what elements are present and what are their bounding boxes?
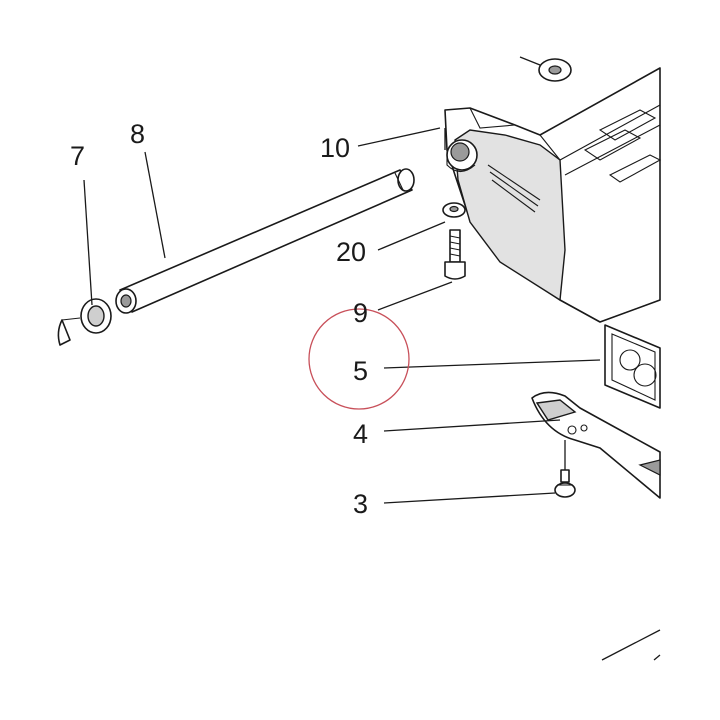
leader-20 xyxy=(377,221,446,251)
leader-9 xyxy=(377,281,453,311)
pivot-bushing xyxy=(446,139,478,173)
spacer-washer xyxy=(442,202,466,218)
leader-3 xyxy=(383,492,556,504)
leader-4 xyxy=(383,419,561,432)
pivot-shaft xyxy=(115,168,415,314)
callout-5: 5 xyxy=(353,356,368,386)
callout-3: 3 xyxy=(353,489,368,519)
leader-10 xyxy=(357,127,441,147)
leader-lines xyxy=(83,127,601,504)
leader-7 xyxy=(83,179,93,306)
callout-9: 9 xyxy=(353,298,368,328)
callout-4: 4 xyxy=(353,419,368,449)
hex-bolt xyxy=(444,229,466,280)
rubber-plate xyxy=(604,324,661,409)
leader-8 xyxy=(144,151,166,259)
callout-7: 7 xyxy=(70,141,85,171)
callout-20: 20 xyxy=(336,237,366,267)
end-washer xyxy=(57,298,112,346)
highlight-ring xyxy=(308,308,410,410)
callout-10: 10 xyxy=(320,133,350,163)
frame-assembly xyxy=(444,56,662,323)
leader-5 xyxy=(383,359,601,369)
callout-8: 8 xyxy=(130,119,145,149)
screw xyxy=(554,440,576,498)
blade xyxy=(531,391,661,499)
frame-edge-lower xyxy=(601,629,661,661)
